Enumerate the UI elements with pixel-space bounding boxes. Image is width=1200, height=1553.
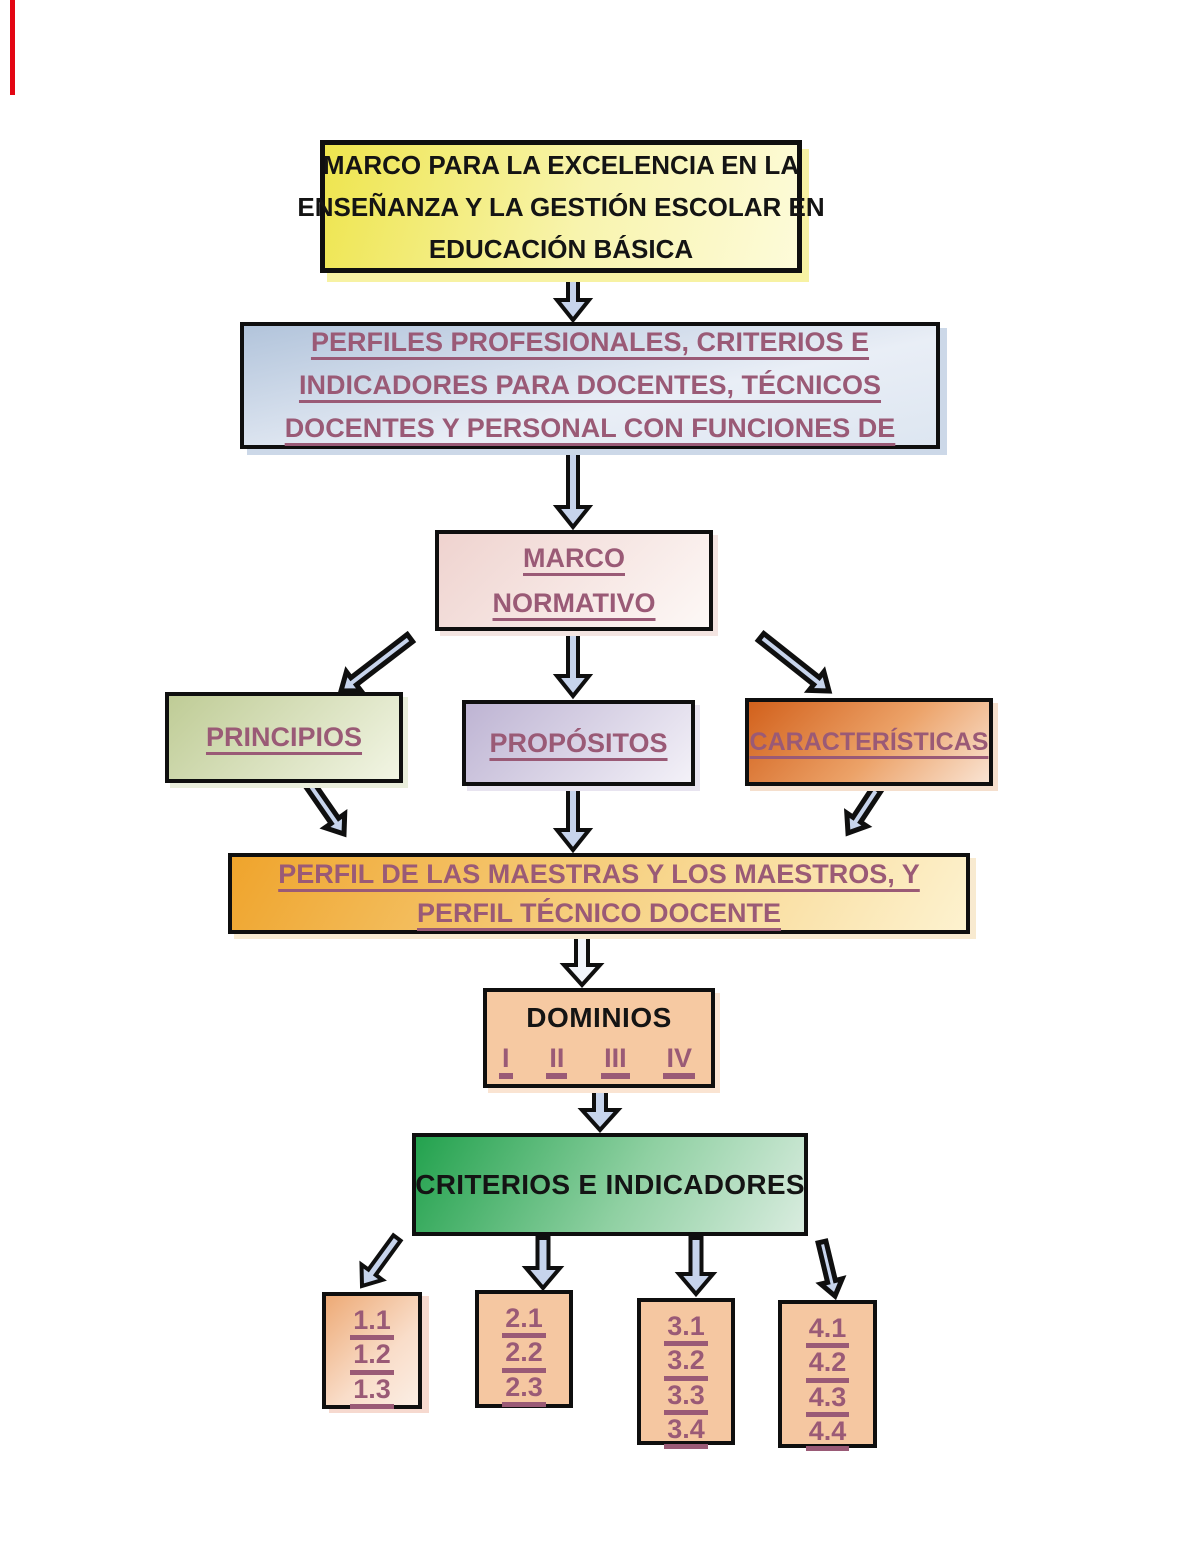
criterio-item: 1.1 [350,1306,394,1341]
arrow-caracteristicas-perfil [844,783,885,837]
box-grupo-1: 1.1 1.2 1.3 [322,1292,422,1410]
dominio-numeral: I [499,1044,513,1080]
box-label: CARACTERÍSTICAS [749,727,989,756]
arrow-criterios-g2 [521,1236,565,1292]
red-margin-mark [10,0,15,95]
arrow-normativo-caracteristicas [754,629,833,694]
criterio-item: 2.1 [502,1304,546,1339]
criterio-item: 1.2 [350,1340,394,1375]
box-line: MARCO [523,542,625,573]
criterio-item: 3.2 [664,1346,708,1381]
arrow-propositos-perfil [552,786,594,854]
criterio-item: 2.2 [502,1338,546,1373]
arrow-normativo-principios [337,630,417,694]
box-propositos: PROPÓSITOS [462,700,695,786]
criterio-item: 3.3 [664,1380,708,1416]
arrow-criterios-g1 [359,1232,404,1289]
arrow-normativo-propositos [552,631,594,700]
box-line: NORMATIVO [492,587,656,618]
criterio-item: 3.4 [664,1415,708,1450]
criterio-item: 4.2 [805,1348,850,1383]
box-grupo-4: 4.1 4.2 4.3 4.4 [778,1300,877,1452]
box-principios: PRINCIPIOS [165,692,403,783]
criterio-item: 4.3 [805,1382,850,1418]
arrow-principios-perfil [302,778,348,838]
arrow-perfiles-normativo [552,449,594,531]
criterio-item: 1.3 [350,1374,394,1410]
box-dominios: DOMINIOS I II III IV [483,988,715,1088]
dominio-numeral: IV [663,1044,695,1080]
box-label: PRINCIPIOS [205,722,363,752]
dominios-numerals: I II III IV [487,1034,711,1080]
box-perfiles-profesionales: PERFILES PROFESIONALES, CRITERIOS E INDI… [240,322,940,449]
criterio-item: 4.4 [805,1417,850,1452]
criterio-item: 4.1 [805,1314,850,1349]
box-line: PERFILES PROFESIONALES, CRITERIOS E [310,327,870,357]
box-line: INDICADORES PARA DOCENTES, TÉCNICOS [298,370,882,400]
box-label: CRITERIOS E INDICADORES [415,1168,805,1200]
box-caracteristicas: CARACTERÍSTICAS [745,698,993,786]
box-marco-excelencia: MARCO PARA LA EXCELENCIA EN LA ENSEÑANZA… [297,140,825,273]
box-line: MARCO PARA LA EXCELENCIA EN LA [322,149,800,180]
criterio-item: 2.3 [502,1372,546,1408]
box-line: DOCENTES Y PERSONAL CON FUNCIONES DE [284,413,896,443]
box-label: PROPÓSITOS [489,727,668,758]
box-grupo-3: 3.1 3.2 3.3 3.4 [637,1298,735,1450]
box-grupo-2: 2.1 2.2 2.3 [475,1290,573,1408]
box-criterios-indicadores: CRITERIOS E INDICADORES [412,1133,808,1236]
box-perfil-maestras: PERFIL DE LAS MAESTRAS Y LOS MAESTROS, Y… [228,853,970,934]
arrow-perfil-dominios [559,934,605,988]
box-line: PERFIL TÉCNICO DOCENTE [416,897,782,928]
arrow-excelencia-perfiles [552,273,594,324]
criterio-item: 3.1 [664,1312,708,1347]
arrow-criterios-g3 [674,1236,718,1298]
dominios-title: DOMINIOS [526,1002,672,1033]
arrow-dominios-criterios [577,1086,623,1133]
dominio-numeral: III [601,1044,630,1080]
box-marco-normativo: MARCO NORMATIVO [435,530,713,631]
arrow-criterios-g4 [815,1238,847,1301]
box-line: EDUCACIÓN BÁSICA [428,233,694,264]
dominio-numeral: II [546,1044,568,1080]
box-line: PERFIL DE LAS MAESTRAS Y LOS MAESTROS, Y [278,858,920,889]
box-line: ENSEÑANZA Y LA GESTIÓN ESCOLAR EN [297,191,825,222]
